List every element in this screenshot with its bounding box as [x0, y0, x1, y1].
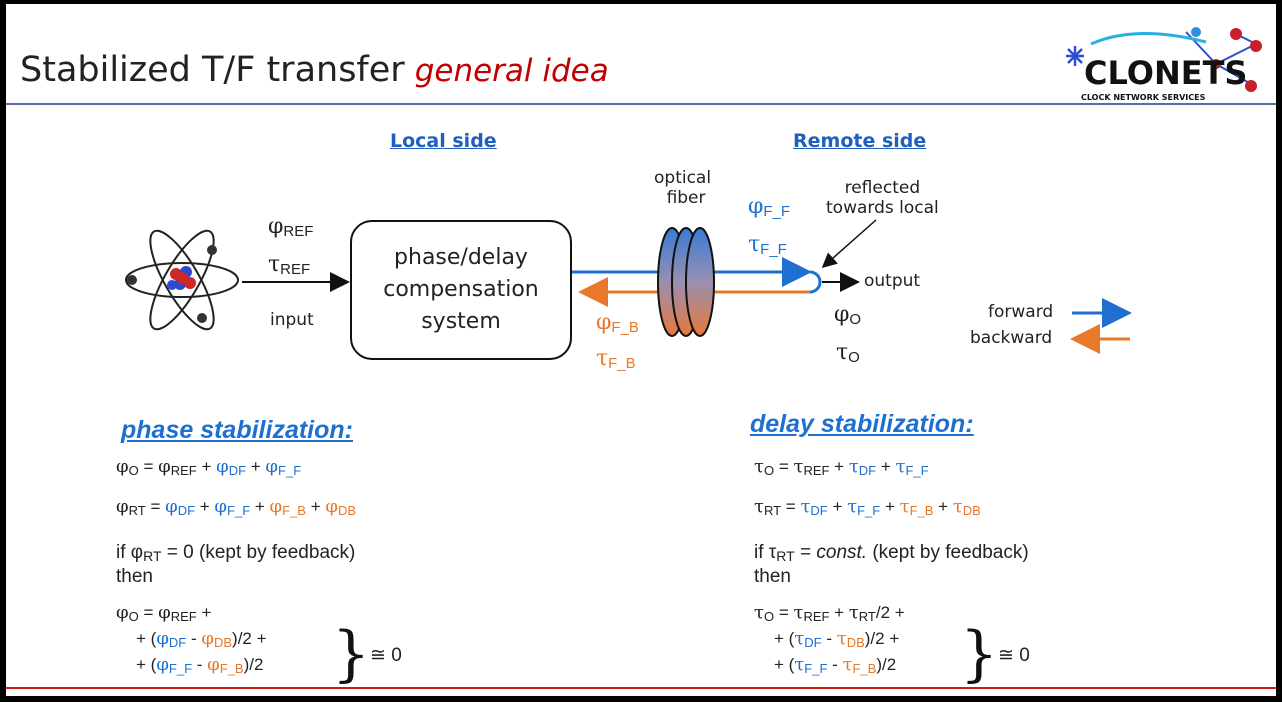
output-label: output — [864, 271, 921, 291]
phi-forward-label: φF_F — [748, 194, 791, 220]
delay-eq-roundtrip: τRT = τDF + τF_F + τF_B + τDB — [754, 496, 981, 518]
box-line-2: compensation — [383, 277, 539, 302]
reflector-icon — [809, 270, 822, 294]
legend-backward-label: backward — [970, 328, 1053, 348]
phase-brace: } — [332, 619, 371, 689]
box-line-3: system — [421, 309, 501, 334]
phase-condition: if φRT = 0 (kept by feedback) — [116, 542, 356, 564]
delay-stabilization-heading: delay stabilization: — [750, 410, 974, 438]
phase-result-line1: φO = φREF + — [116, 602, 212, 624]
local-side-heading: Local side — [390, 130, 497, 152]
title-main: Stabilized T/F transfer — [20, 50, 405, 90]
delay-result-line1: τO = τREF + τRT/2 + — [754, 602, 905, 624]
diagram-graphics — [125, 219, 1132, 354]
box-line-1: phase/delay — [394, 245, 528, 270]
phase-eq-output: φO = φREF + φDF + φF_F — [116, 456, 302, 478]
delay-result-line2: + (τDF - τDB)/2 + — [774, 628, 900, 650]
phase-approx: ≅ 0 — [370, 645, 402, 666]
optical-fiber-label: optical fiber — [654, 168, 712, 208]
delay-brace: } — [960, 619, 999, 689]
phi-backward-label: φF_B — [596, 310, 639, 336]
legend-forward-label: forward — [988, 302, 1054, 322]
phase-then: then — [116, 566, 153, 587]
atom-icon — [125, 229, 239, 331]
delay-then: then — [754, 566, 791, 587]
delay-condition: if τRT = const. (kept by feedback) — [754, 542, 1029, 564]
phase-stabilization-heading: phase stabilization: — [121, 416, 353, 444]
input-label: input — [270, 310, 314, 330]
title-subtitle: general idea — [414, 53, 609, 89]
tau-ref-label: τREF — [268, 252, 311, 278]
tau-forward-label: τF_F — [748, 232, 787, 258]
reflected-label: reflected towards local — [826, 178, 939, 218]
phase-result-line2: + (φDF - φDB)/2 + — [136, 628, 267, 650]
delay-result-line3: + (τF_F - τF_B)/2 — [774, 654, 897, 676]
phase-eq-roundtrip: φRT = φDF + φF_F + φF_B + φDB — [116, 496, 357, 518]
optical-fiber-coil — [657, 227, 715, 337]
reflected-pointer — [821, 219, 877, 268]
phi-output-label: φO — [834, 302, 862, 328]
tau-backward-label: τF_B — [596, 346, 636, 372]
tau-output-label: τO — [836, 340, 860, 366]
remote-side-heading: Remote side — [793, 130, 927, 152]
title-divider — [6, 103, 1276, 105]
bottom-divider — [6, 687, 1276, 689]
delay-approx: ≅ 0 — [998, 645, 1030, 666]
compensation-system-box: phase/delay compensation system — [350, 220, 572, 360]
phase-result-line3: + (φF_F - φF_B)/2 — [136, 654, 264, 676]
delay-eq-output: τO = τREF + τDF + τF_F — [754, 456, 929, 478]
phi-ref-label: φREF — [268, 214, 314, 240]
